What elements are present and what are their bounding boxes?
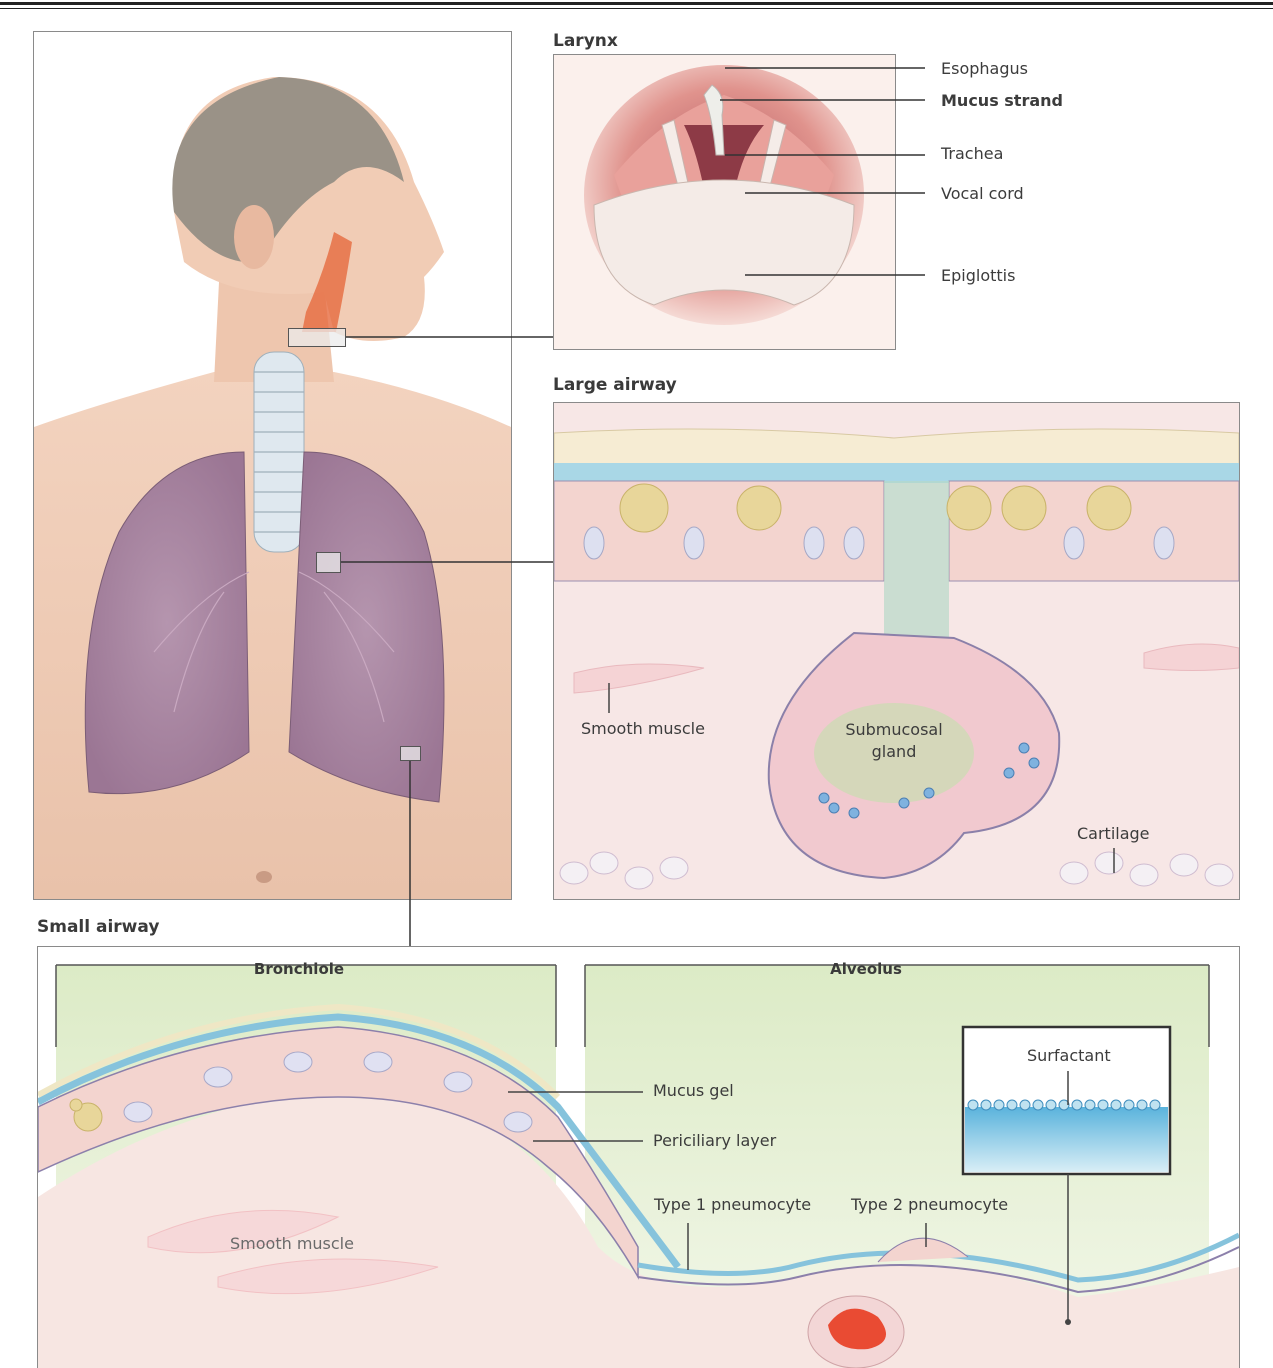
- small-airway-panel: [37, 946, 1240, 1368]
- section-bronchiole: Bronchiole: [254, 960, 344, 978]
- larynx-panel: [553, 54, 896, 350]
- label-type2-pneumocyte: Type 2 pneumocyte: [851, 1195, 1008, 1214]
- label-mucus-gel: Mucus gel: [653, 1081, 734, 1100]
- human-torso-illustration: [34, 32, 511, 899]
- top-rule: [0, 2, 1273, 5]
- larynx-title: Larynx: [553, 31, 618, 51]
- section-alveolus: Alveolus: [830, 960, 902, 978]
- small-airway-illustration: [38, 947, 1239, 1368]
- large-airway-title: Large airway: [553, 375, 677, 395]
- label-trachea: Trachea: [941, 144, 1003, 163]
- top-rule-thin: [0, 8, 1273, 9]
- label-smooth-muscle-small: Smooth muscle: [230, 1234, 354, 1253]
- label-epiglottis: Epiglottis: [941, 266, 1015, 285]
- label-esophagus: Esophagus: [941, 59, 1028, 78]
- small-airway-title: Small airway: [37, 917, 159, 937]
- label-type1-pneumocyte: Type 1 pneumocyte: [654, 1195, 811, 1214]
- label-smooth-muscle-large: Smooth muscle: [581, 719, 705, 738]
- label-periciliary-layer: Periciliary layer: [653, 1131, 776, 1150]
- label-vocal-cord: Vocal cord: [941, 184, 1024, 203]
- larynx-illustration: [554, 55, 895, 349]
- large-airway-highlight-box: [316, 552, 341, 573]
- body-figure-panel: [33, 31, 512, 900]
- label-surfactant: Surfactant: [1027, 1046, 1111, 1065]
- small-airway-highlight-box: [400, 746, 421, 761]
- larynx-highlight-box: [288, 328, 346, 347]
- label-submucosal-gland: Submucosal gland: [839, 719, 949, 763]
- label-cartilage: Cartilage: [1077, 824, 1150, 843]
- label-mucus-strand: Mucus strand: [941, 91, 1063, 110]
